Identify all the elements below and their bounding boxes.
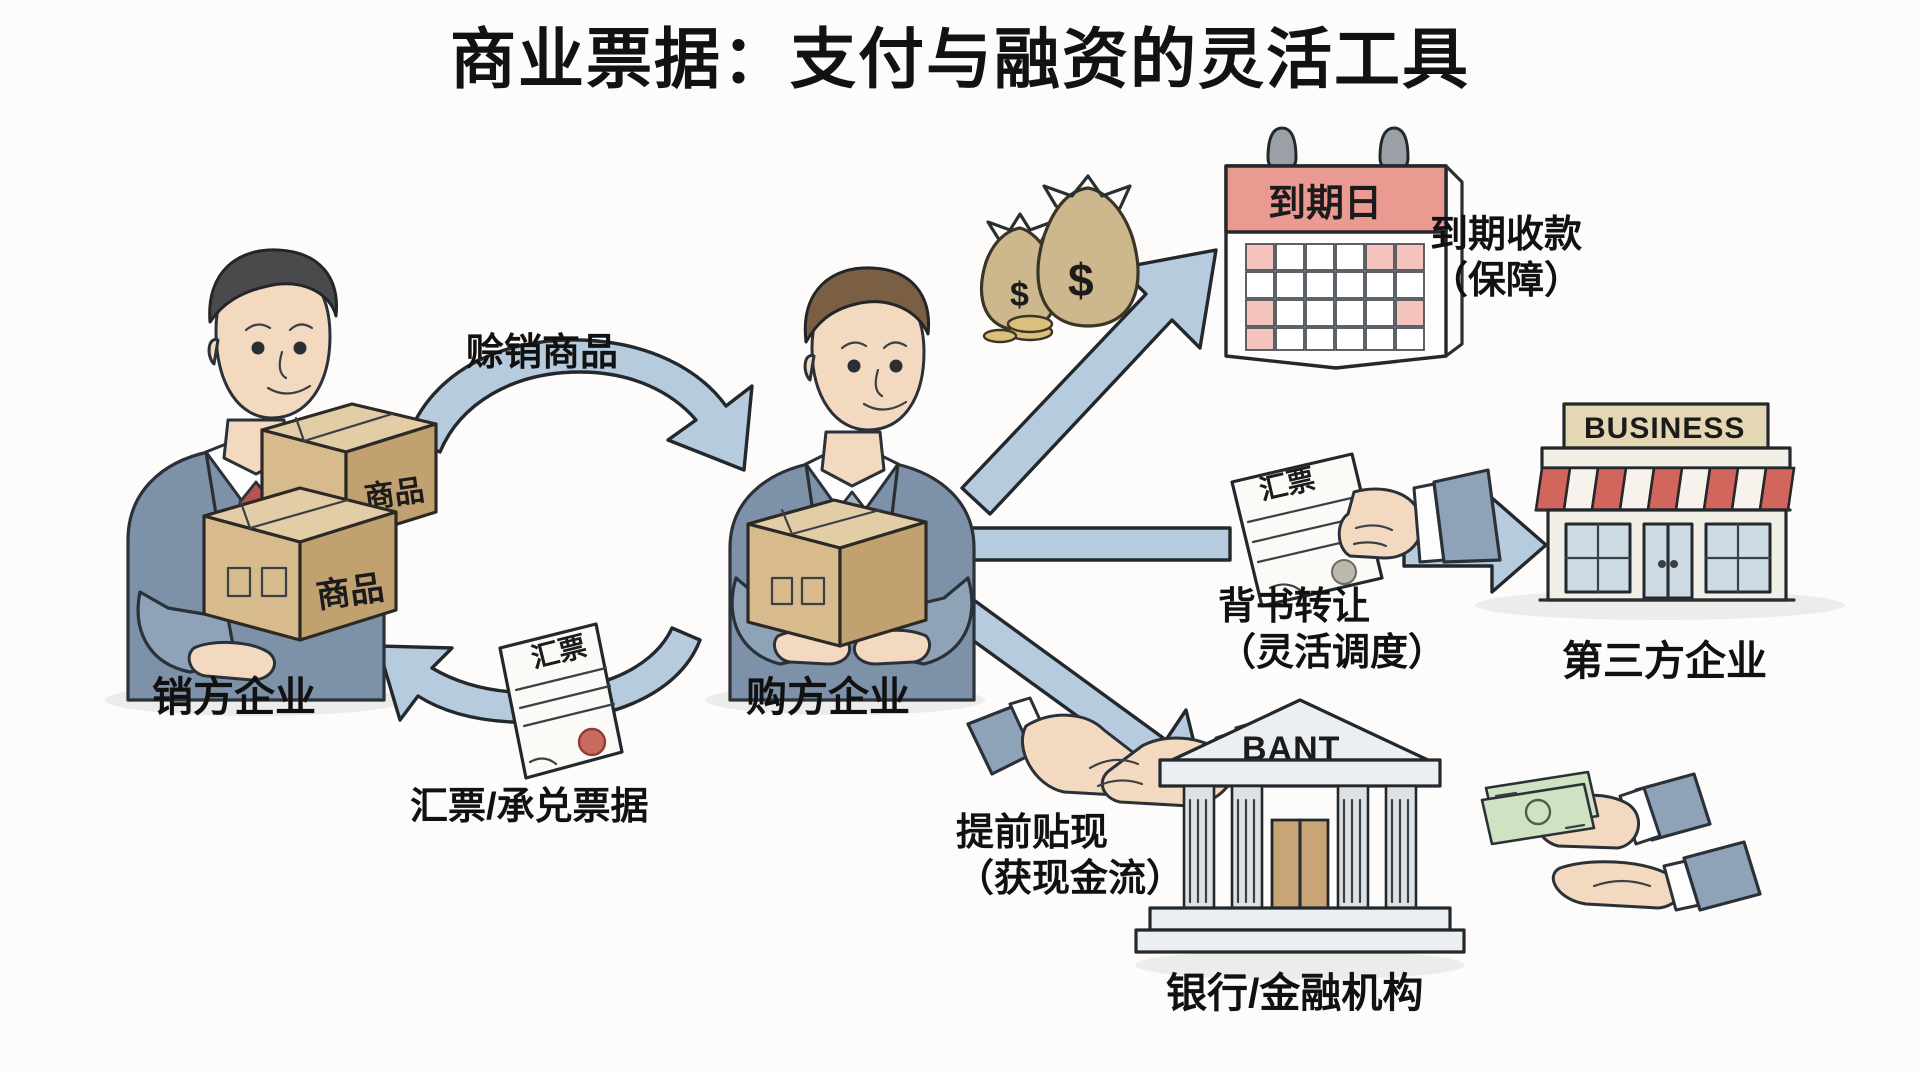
bank-shadow: [1135, 950, 1465, 980]
calendar: 到期日: [1224, 126, 1464, 370]
flow-label-bill: 汇票/承兑票据: [410, 786, 649, 828]
node-label-seller: 销方企业: [152, 674, 316, 720]
money-symbol-small: $: [1010, 276, 1029, 314]
node-label-bank: 银行/金融机构: [1166, 970, 1424, 1016]
flow-label-goods: 赊销商品: [466, 332, 619, 374]
flow-label-maturity: 到期收款 （保障）: [1430, 214, 1583, 303]
calendar-header-label: 到期日: [1268, 183, 1382, 225]
goods-box-bottom-label: 商品: [314, 569, 387, 616]
bill-handoff: 汇票: [1230, 452, 1502, 608]
money-symbol-large: $: [1068, 254, 1094, 306]
goods-boxes: 商品 商品: [202, 402, 438, 642]
arrow-goods: [406, 338, 754, 472]
bank-building: BANT: [1134, 698, 1466, 954]
bill-paper-seller: 汇票: [498, 622, 624, 780]
page-title: 商业票据：支付与融资的灵活工具: [450, 22, 1470, 96]
shop-sign-label: BUSINESS: [1584, 412, 1745, 445]
flow-label-endorsement: 背书转让 （灵活调度）: [1218, 586, 1447, 675]
node-label-buyer: 购方企业: [746, 674, 910, 720]
awning: [1534, 466, 1796, 512]
money-bags: $ $: [979, 174, 1140, 344]
buyer-box: [746, 498, 928, 648]
cash-handoff: [1480, 770, 1762, 912]
arrow-endorsement-left: [970, 526, 1232, 562]
shop-building: BUSINESS: [1534, 402, 1796, 602]
arrow-maturity: [960, 248, 1218, 516]
flow-label-discount: 提前贴现 （获现金流）: [956, 812, 1185, 901]
node-label-third-party: 第三方企业: [1562, 638, 1767, 684]
